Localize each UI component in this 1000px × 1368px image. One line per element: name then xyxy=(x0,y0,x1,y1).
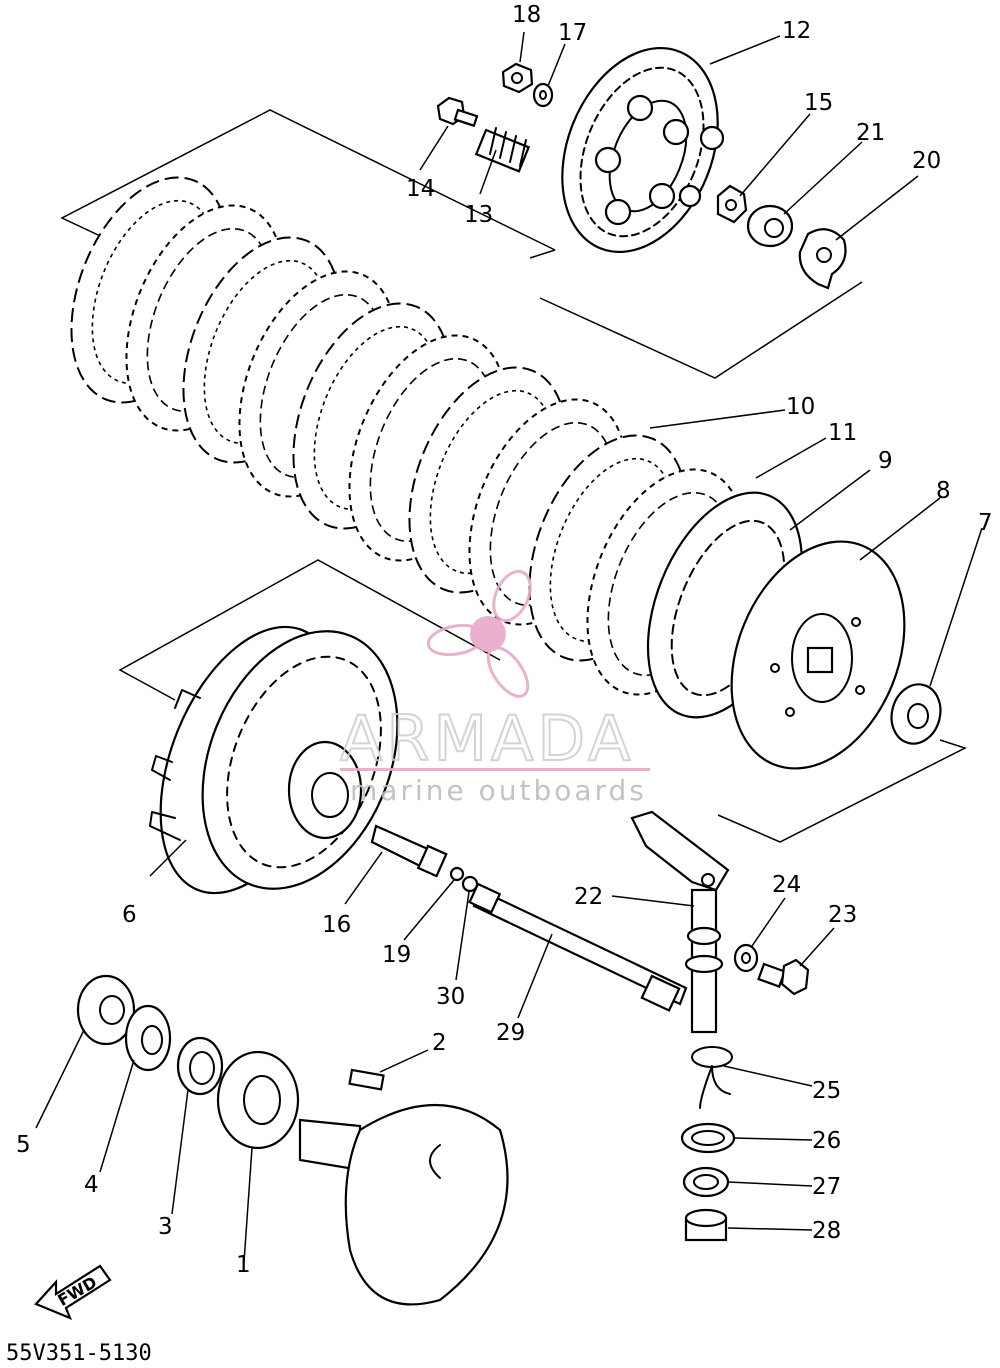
lock-washer xyxy=(716,184,748,224)
watermark-tagline: marine outboards xyxy=(350,774,647,807)
part-27-label: 27 xyxy=(812,1174,841,1200)
push-rod-long xyxy=(468,882,688,1012)
conical-washer xyxy=(124,1004,172,1072)
diagram-code: 55V351-5130 xyxy=(6,1341,152,1366)
bolt xyxy=(436,96,479,128)
part-19-label: 19 xyxy=(382,942,411,968)
return-spring xyxy=(691,1046,733,1109)
nut xyxy=(501,62,534,94)
part-22-label: 22 xyxy=(574,884,603,910)
part-20-label: 20 xyxy=(912,148,941,174)
primary-drive-gear xyxy=(216,1050,300,1150)
lever-circlip xyxy=(680,1122,736,1154)
lower-bracket-frame xyxy=(118,559,967,843)
part-18-label: 18 xyxy=(512,2,541,28)
lever-bolt xyxy=(757,958,810,996)
part-14-label: 14 xyxy=(406,176,435,202)
part-23-label: 23 xyxy=(828,902,857,928)
part-12-label: 12 xyxy=(782,18,811,44)
part-number-labels: 18 17 12 15 21 20 14 13 10 11 9 8 7 6 16… xyxy=(16,2,993,1278)
part-25-label: 25 xyxy=(812,1078,841,1104)
part-11-label: 11 xyxy=(828,420,857,446)
lock-plate xyxy=(798,228,847,290)
watermark: ARMADA marine outboards xyxy=(339,569,650,807)
part-21-label: 21 xyxy=(856,120,885,146)
part-26-label: 26 xyxy=(812,1128,841,1154)
clutch-housing xyxy=(149,625,399,895)
woodruff-key xyxy=(348,1068,385,1091)
part-4-label: 4 xyxy=(84,1172,99,1198)
part-1-label: 1 xyxy=(236,1252,251,1278)
part-24-label: 24 xyxy=(772,872,801,898)
crankshaft-web xyxy=(298,1104,509,1306)
part-16-label: 16 xyxy=(322,912,351,938)
upper-bracket-frame xyxy=(60,109,863,379)
part-13-label: 13 xyxy=(464,202,493,228)
part-8-label: 8 xyxy=(936,478,951,504)
watermark-rule xyxy=(340,768,650,771)
part-30-label: 30 xyxy=(436,984,465,1010)
part-15-label: 15 xyxy=(804,90,833,116)
part-6-label: 6 xyxy=(122,902,137,928)
push-rod-short xyxy=(370,824,448,878)
part-5-label: 5 xyxy=(16,1132,31,1158)
circlip xyxy=(890,683,942,745)
clutch-plate-disc xyxy=(730,540,906,770)
washer xyxy=(532,82,554,108)
part-10-label: 10 xyxy=(786,394,815,420)
part-17-label: 17 xyxy=(558,20,587,46)
primary-circlip xyxy=(176,1036,224,1096)
spring xyxy=(474,127,531,173)
oil-seal xyxy=(682,1166,730,1198)
propeller-logo xyxy=(426,569,532,698)
fwd-arrow-label: FWD xyxy=(54,1273,100,1310)
push-lever-shaft xyxy=(630,810,730,1034)
lever-washer xyxy=(733,943,759,973)
pressure-plate xyxy=(561,46,725,254)
watermark-brand: ARMADA xyxy=(340,702,634,775)
part-7-label: 7 xyxy=(978,510,993,536)
part-2-label: 2 xyxy=(432,1030,447,1056)
seal-ring xyxy=(449,866,465,882)
bearing-collar xyxy=(684,1208,728,1242)
callout-leader-lines xyxy=(35,31,983,1263)
flange-nut xyxy=(76,974,136,1046)
part-29-label: 29 xyxy=(496,1020,525,1046)
part-9-label: 9 xyxy=(878,448,893,474)
part-28-label: 28 xyxy=(812,1218,841,1244)
part-3-label: 3 xyxy=(158,1214,173,1240)
clutch-nut xyxy=(746,204,794,248)
fwd-arrow: FWD xyxy=(34,1264,112,1321)
